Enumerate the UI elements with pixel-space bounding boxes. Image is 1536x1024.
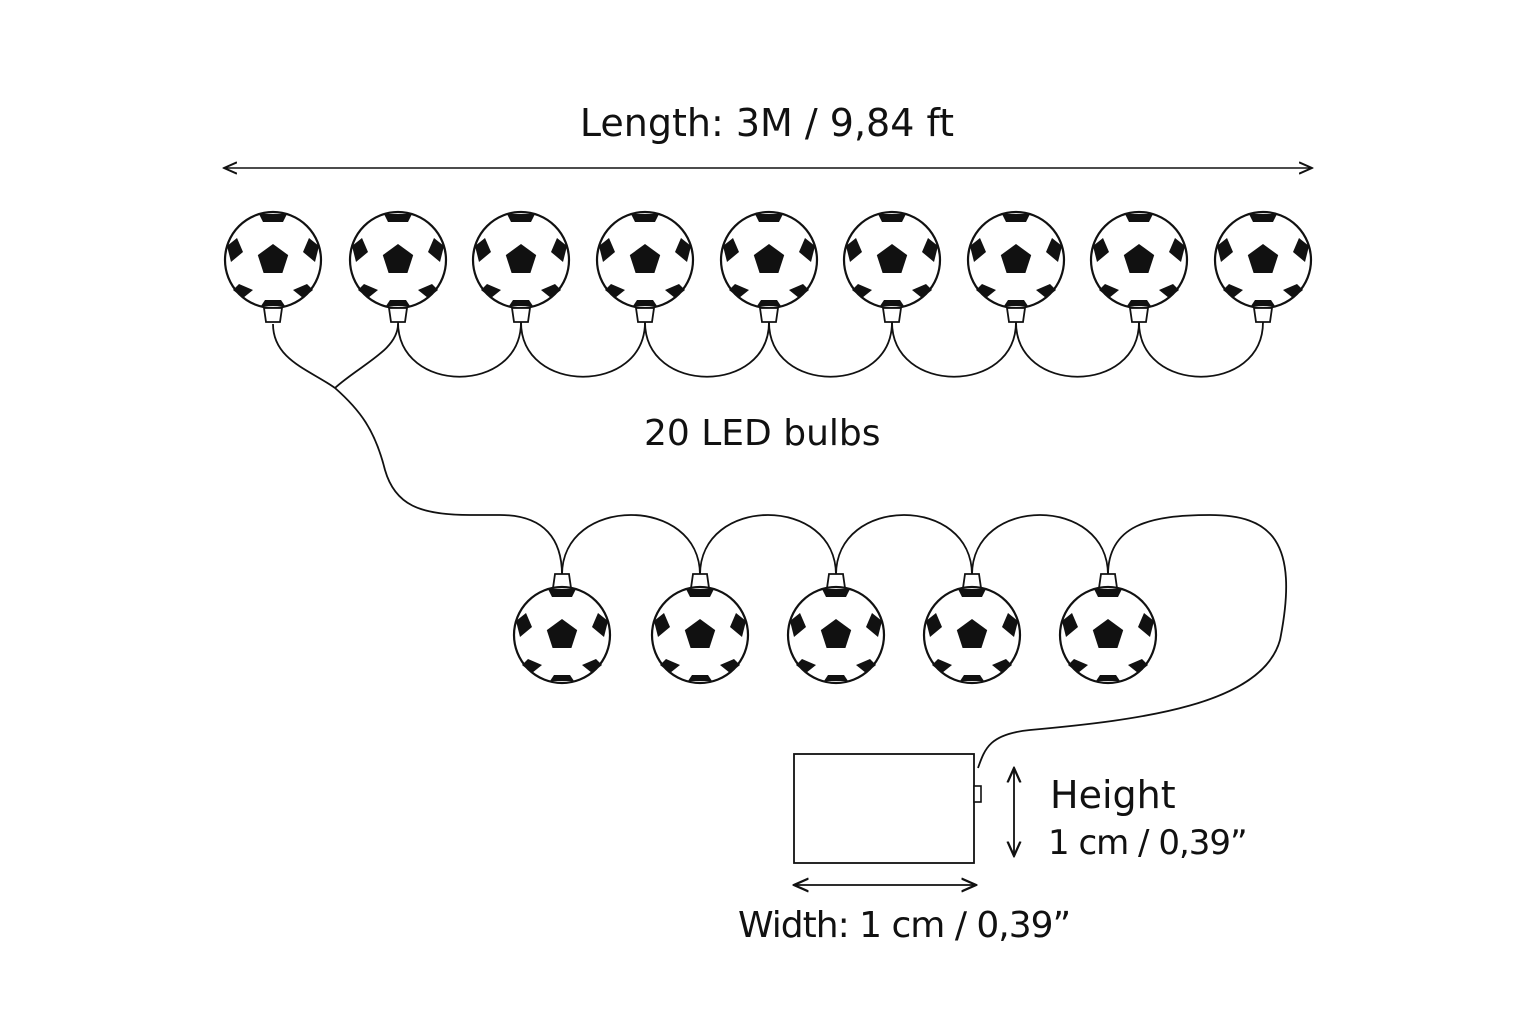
battery-box — [793, 753, 982, 864]
bulb — [223, 210, 323, 310]
width-label: Width: 1 cm / 0,39” — [738, 905, 1071, 946]
bulb — [842, 210, 942, 310]
bulb-cap — [635, 307, 655, 323]
bulb — [786, 585, 886, 685]
bulb-cap — [882, 307, 902, 323]
bulb-cap — [1253, 307, 1273, 323]
bulb — [471, 210, 571, 310]
bulb-cap — [263, 307, 283, 323]
bulb — [1213, 210, 1313, 310]
bulb-count-label: 20 LED bulbs — [644, 413, 881, 454]
bulb — [348, 210, 448, 310]
bulb-cap — [1129, 307, 1149, 323]
bulb-cap — [759, 307, 779, 323]
bulb-cap — [1006, 307, 1026, 323]
top-row-bulbs — [223, 210, 1313, 323]
height-value: 1 cm / 0,39” — [1048, 823, 1248, 863]
bulb — [512, 585, 612, 685]
battery-switch — [973, 785, 982, 803]
wire — [272, 321, 1288, 769]
height-title: Height — [1050, 773, 1176, 817]
bulb — [650, 585, 750, 685]
bottom-row-bulbs — [512, 573, 1158, 685]
bulb — [1089, 210, 1189, 310]
length-text: Length: 3M / 9,84 ft — [579, 101, 955, 145]
bulb — [1058, 585, 1158, 685]
bulb — [719, 210, 819, 310]
bulb — [922, 585, 1022, 685]
length-label: Length: 3M / 9,84 ft — [0, 104, 1536, 142]
bulb-cap — [511, 307, 531, 323]
bulb — [595, 210, 695, 310]
bulb-cap — [388, 307, 408, 323]
bulb — [966, 210, 1066, 310]
